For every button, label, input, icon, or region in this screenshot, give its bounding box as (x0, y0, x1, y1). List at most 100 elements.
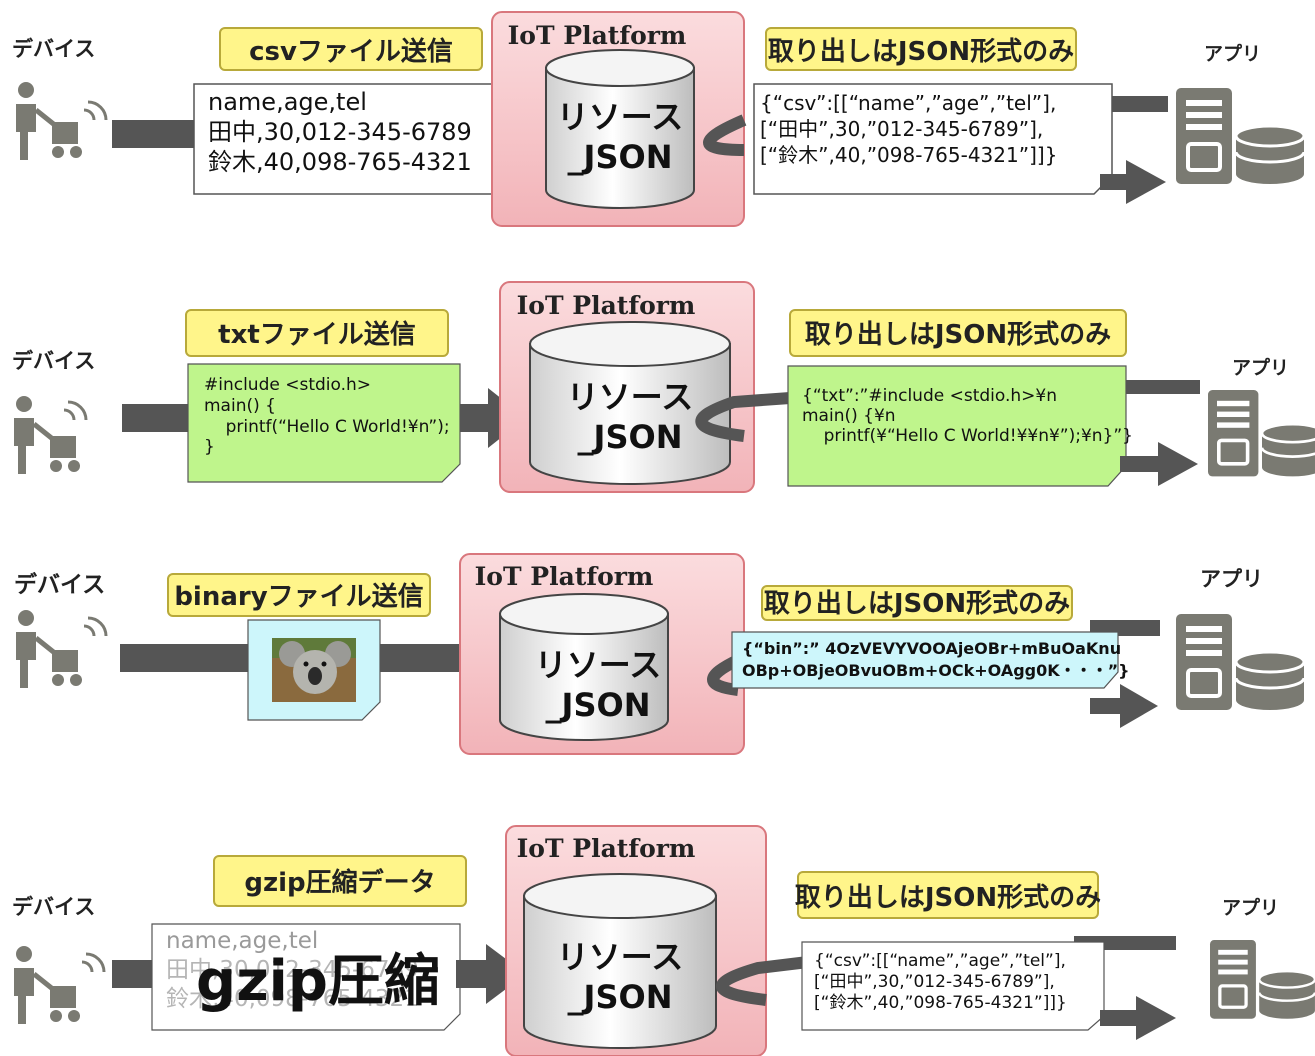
output-label: 取り出しはJSON形式のみ (768, 37, 1074, 67)
output-note: {“csv”:[[“name”,”age”,”tel”], [“田中”,30,”… (801, 941, 1105, 1031)
flow-curve (703, 114, 747, 156)
output-note: {“csv”:[[“name”,”age”,”tel”], [“田中”,30,”… (753, 83, 1113, 195)
output-line: {“csv”:[[“name”,”age”,”tel”], (814, 951, 1066, 971)
output-label-box (761, 585, 1073, 621)
input-note: name,age,tel 田中,30,012-345-6789 鈴木,40,09… (193, 83, 513, 195)
send-label: csvファイル送信 (249, 37, 453, 67)
input-note: #include <stdio.h> main() { printf(“Hell… (187, 363, 461, 483)
gzip-overlay-text: gzip圧縮 (196, 949, 440, 1014)
server-database-icon (1176, 614, 1306, 710)
resource-line2: _JSON (568, 138, 673, 176)
input-line: #include <stdio.h> (204, 375, 371, 395)
flow-arrow (1120, 442, 1198, 486)
flow-bar (120, 644, 250, 672)
device-icon (14, 946, 106, 1024)
input-line: 田中,30,012-345-6789 (208, 118, 472, 146)
device-label: デバイス (14, 571, 105, 598)
app-label: アプリ (1232, 356, 1289, 379)
input-line: main() { (204, 396, 276, 416)
flow-arrow (456, 944, 526, 1004)
resource-line1: リソース (557, 938, 683, 976)
send-label-box (213, 855, 467, 907)
output-label-box (797, 871, 1099, 919)
row-2-txt: デバイス txtファイル送信 #include <stdio.h> main()… (12, 281, 1315, 493)
resource-cylinder: リソース _JSON (499, 593, 669, 741)
output-label-box (765, 27, 1077, 71)
input-line: printf(“Hello C World!¥n”); (204, 417, 450, 437)
resource-line2: _JSON (568, 978, 673, 1016)
app-label: アプリ (1222, 896, 1279, 919)
device-label: デバイス (12, 895, 95, 919)
output-label: 取り出しはJSON形式のみ (805, 320, 1111, 350)
output-line: [“田中”,30,”012-345-6789”], (760, 117, 1043, 141)
resource-line2: _JSON (546, 686, 651, 724)
output-line: [“鈴木”,40,”098-765-4321”]]} (760, 143, 1057, 167)
koala-photo (272, 638, 356, 702)
send-label-box (185, 309, 449, 357)
resource-line1: リソース (567, 378, 693, 416)
output-label: 取り出しはJSON形式のみ (795, 883, 1101, 913)
send-label: binaryファイル送信 (174, 582, 423, 612)
platform-label: IoT Platform (517, 834, 696, 863)
input-line: } (204, 437, 215, 457)
flow-bar (1110, 96, 1168, 112)
flow-bar (112, 960, 154, 988)
resource-line1: リソース (557, 98, 683, 136)
app-label: アプリ (1204, 42, 1261, 65)
flow-curve (695, 392, 791, 442)
device-label: デバイス (12, 349, 95, 373)
flow-bar (112, 120, 196, 148)
output-line: printf(¥“Hello C World!¥¥n¥”);¥n}”} (802, 426, 1133, 446)
output-line: {“bin”:” 4OzVEVYVOOAjeOBr+mBuOaKnu (742, 639, 1121, 658)
send-label-box (219, 27, 483, 71)
input-note: name,age,tel 田中,30,012-345-6789 鈴木,40,09… (151, 923, 461, 1031)
output-line: OBp+OBjeOBvuOBm+OCk+OAgg0K・・・”} (742, 661, 1130, 680)
output-line: {“csv”:[[“name”,”age”,”tel”], (760, 91, 1056, 115)
device-icon (16, 82, 108, 160)
flow-bar (1124, 380, 1200, 394)
output-note: {“txt”:”#include <stdio.h>¥n main() {¥n … (787, 365, 1133, 487)
flow-arrow (1100, 160, 1166, 204)
output-label: 取り出しはJSON形式のみ (764, 589, 1070, 619)
device-icon (14, 396, 88, 474)
flow-arrow (1100, 996, 1176, 1040)
output-line: main() {¥n (802, 406, 896, 426)
row-4-gzip: デバイス gzip圧縮データ name,age,tel 田中,30,012-34… (12, 825, 1315, 1056)
send-label: gzip圧縮データ (244, 867, 435, 898)
input-line: 鈴木,40,098-765-4321 (166, 986, 419, 1012)
input-line: name,age,tel (208, 88, 367, 116)
server-database-icon (1176, 88, 1306, 184)
output-line: {“txt”:”#include <stdio.h>¥n (802, 386, 1057, 406)
resource-cylinder: リソース _JSON (529, 321, 731, 485)
server-database-icon (1210, 940, 1315, 1019)
server-database-icon (1208, 390, 1315, 477)
row-1-csv: デバイス csvファイル送信 name,age,tel 田中,30,012-34… (12, 11, 1306, 227)
platform-label: IoT Platform (517, 291, 696, 320)
flow-arrow (1090, 684, 1158, 728)
input-note (247, 619, 381, 721)
app-label: アプリ (1200, 567, 1263, 591)
output-line: [“鈴木”,40,”098-765-4321”]]} (814, 993, 1067, 1013)
device-icon (16, 610, 108, 688)
platform-label: IoT Platform (475, 562, 654, 591)
resource-cylinder: リソース _JSON (523, 873, 717, 1049)
resource-line2: _JSON (578, 418, 683, 456)
input-line: name,age,tel (166, 928, 318, 954)
flow-bar (122, 404, 190, 432)
output-label-box (789, 309, 1127, 357)
flow-curve (707, 654, 741, 696)
flow-curve (715, 956, 809, 1006)
resource-cylinder: リソース _JSON (545, 49, 695, 209)
row-3-binary: デバイス binaryファイル送信 IoT P (14, 553, 1306, 755)
input-line: 田中,30,012-345-6789 (166, 957, 419, 983)
resource-line1: リソース (535, 646, 661, 684)
device-label: デバイス (12, 37, 95, 61)
platform-label: IoT Platform (508, 21, 687, 50)
flow-arrow (460, 388, 526, 448)
send-label-box (167, 573, 431, 617)
input-line: 鈴木,40,098-765-4321 (208, 148, 472, 176)
output-note: {“bin”:” 4OzVEVYVOOAjeOBr+mBuOaKnu OBp+O… (731, 631, 1130, 689)
output-line: [“田中”,30,”012-345-6789”], (814, 972, 1055, 992)
send-label: txtファイル送信 (218, 320, 416, 350)
